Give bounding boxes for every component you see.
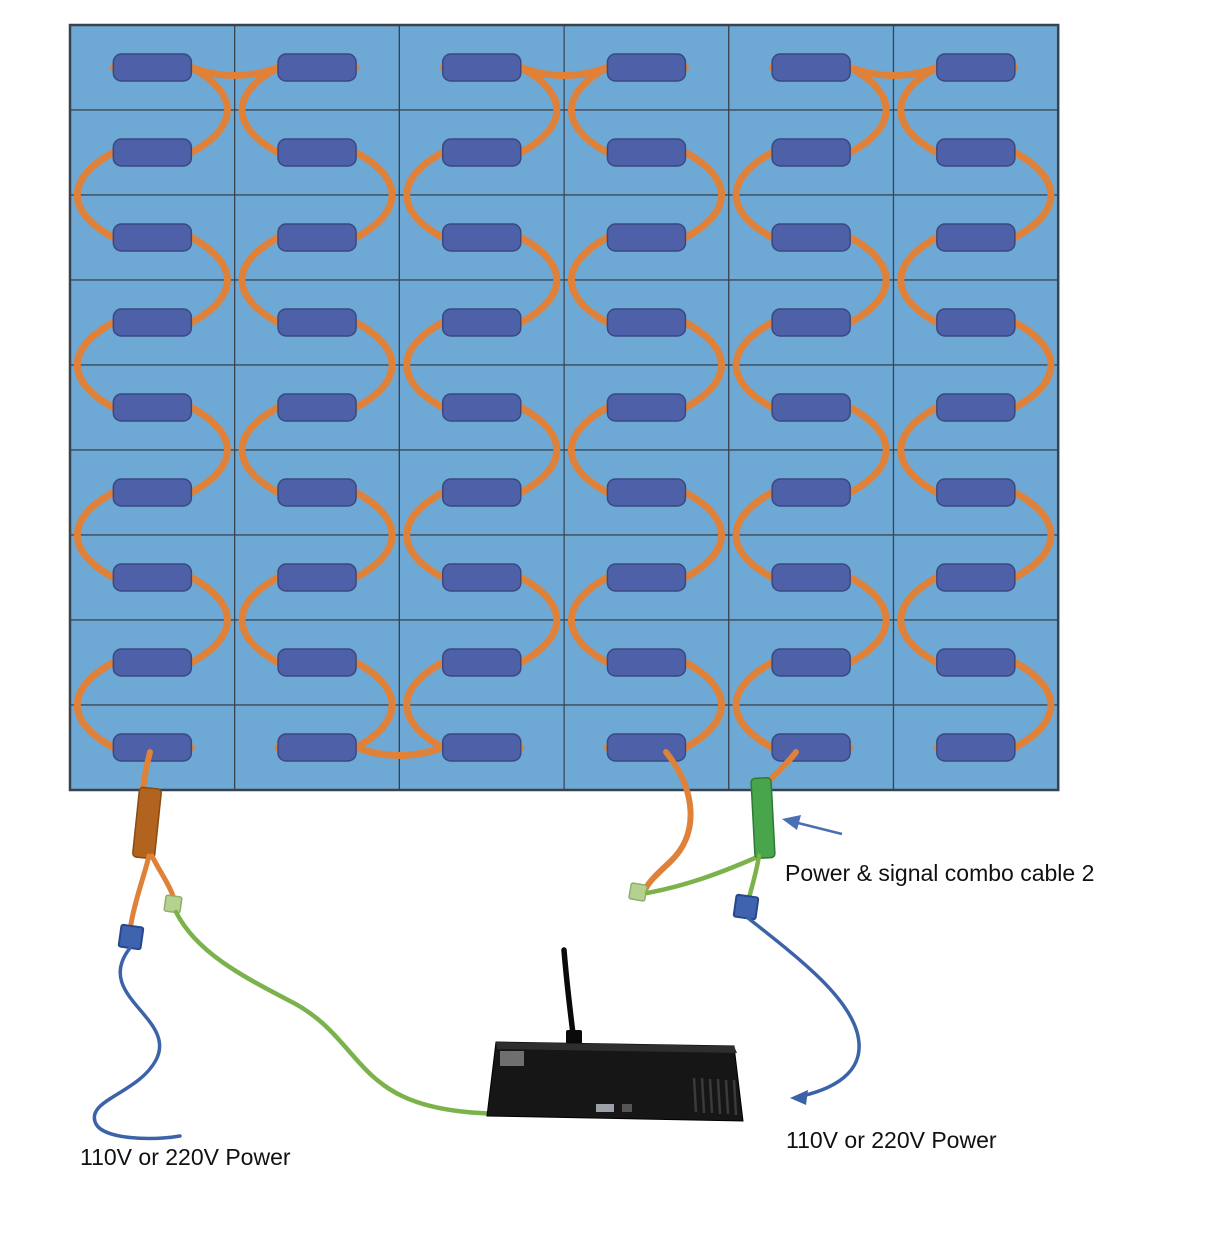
receiver-module (277, 138, 357, 167)
combo-cable-2-label: Power & signal combo cable 2 (785, 860, 1094, 886)
controller-top-edge (496, 1042, 737, 1053)
data-cable-top-link (846, 64, 941, 79)
controller-box (486, 947, 744, 1122)
receiver-module (606, 223, 687, 252)
receiver-module (606, 393, 687, 422)
receiver-module (606, 733, 687, 762)
controller-vent-grille (692, 1077, 738, 1116)
combo-cable-2-connector (750, 776, 776, 860)
receiver-module (936, 53, 1016, 82)
receiver-module (442, 648, 522, 677)
receiver-module (936, 138, 1016, 167)
receiver-module (936, 478, 1016, 507)
receiver-module (771, 393, 851, 422)
receiver-module (112, 393, 193, 422)
receiver-module (112, 478, 193, 507)
receiver-module (277, 648, 357, 677)
receiver-module (112, 308, 193, 337)
receiver-module (442, 478, 522, 507)
receiver-module (771, 478, 851, 507)
panel-cell (234, 194, 400, 281)
right-power-branch-cable (746, 853, 762, 901)
right-panel-pigtail-cable (767, 749, 799, 783)
receiver-module (606, 53, 687, 82)
receiver-module (606, 648, 687, 677)
receiver-module (936, 563, 1016, 592)
receiver-module (277, 393, 357, 422)
panel-border (68, 23, 1060, 792)
annotation-arrow-line (793, 820, 843, 836)
right-power-plug (732, 893, 760, 921)
right-power-cable-arrowhead-icon (790, 1090, 808, 1105)
receiver-module (442, 393, 522, 422)
receiver-module (112, 648, 193, 677)
receiver-module (771, 223, 851, 252)
receiver-module (112, 223, 193, 252)
receiver-module (936, 648, 1016, 677)
controller-port (596, 1104, 614, 1112)
receiver-module (936, 733, 1016, 762)
controller-body (486, 1041, 744, 1122)
receiver-module (277, 53, 357, 82)
receiver-module (442, 138, 522, 167)
panel-cell (234, 109, 400, 196)
left-power-plug (117, 923, 145, 951)
panel-output-cable (643, 749, 694, 891)
power-label-right: 110V or 220V Power (786, 1127, 997, 1153)
receiver-module (606, 308, 687, 337)
receiver-module (112, 53, 193, 82)
receiver-module (442, 733, 522, 762)
receiver-module (771, 138, 851, 167)
receiver-module (771, 733, 851, 762)
receiver-module (606, 478, 687, 507)
antenna-icon (561, 947, 577, 1045)
left-power-branch-cable (128, 853, 152, 927)
left-panel-pigtail-cable (140, 749, 153, 793)
receiver-module (771, 563, 851, 592)
receiver-module (606, 563, 687, 592)
receiver-module (771, 53, 851, 82)
right-power-cable (746, 916, 861, 1098)
receiver-module (277, 733, 357, 762)
receiver-module (442, 563, 522, 592)
receiver-module (277, 308, 357, 337)
external-wiring: Power & signal combo cable 2 110V or 220… (80, 749, 1094, 1170)
data-cable-top-link (187, 64, 282, 79)
receiver-module (112, 733, 193, 762)
right-signal-link-cable (644, 855, 758, 896)
panel-cell (398, 534, 565, 621)
receiver-module (277, 478, 357, 507)
receiver-module (112, 138, 193, 167)
receiver-module (936, 393, 1016, 422)
combo-cable-1-connector (132, 786, 162, 860)
receiver-module (771, 648, 851, 677)
receiver-module (936, 308, 1016, 337)
controller-panel-chip (500, 1051, 524, 1066)
receiver-module (936, 223, 1016, 252)
receiver-module (442, 53, 522, 82)
data-cable-top-link (517, 64, 611, 79)
receiver-module (442, 223, 522, 252)
right-signal-plug (628, 882, 648, 902)
power-label-left: 110V or 220V Power (80, 1144, 291, 1170)
controller-port-small (622, 1104, 632, 1112)
receiver-module (112, 563, 193, 592)
left-signal-plug (163, 894, 183, 914)
left-signal-branch-cable (149, 853, 176, 899)
receiver-module (442, 308, 522, 337)
annotation-arrow-icon (782, 815, 801, 830)
receiver-module (606, 138, 687, 167)
left-power-cable (92, 946, 182, 1141)
receiver-module (277, 563, 357, 592)
receiver-module (771, 308, 851, 337)
panel-cell (563, 279, 730, 366)
led-panel-grid (68, 23, 1060, 792)
data-cable-bottom-link (352, 744, 447, 759)
receiver-module (277, 223, 357, 252)
antenna-base (566, 1030, 582, 1044)
